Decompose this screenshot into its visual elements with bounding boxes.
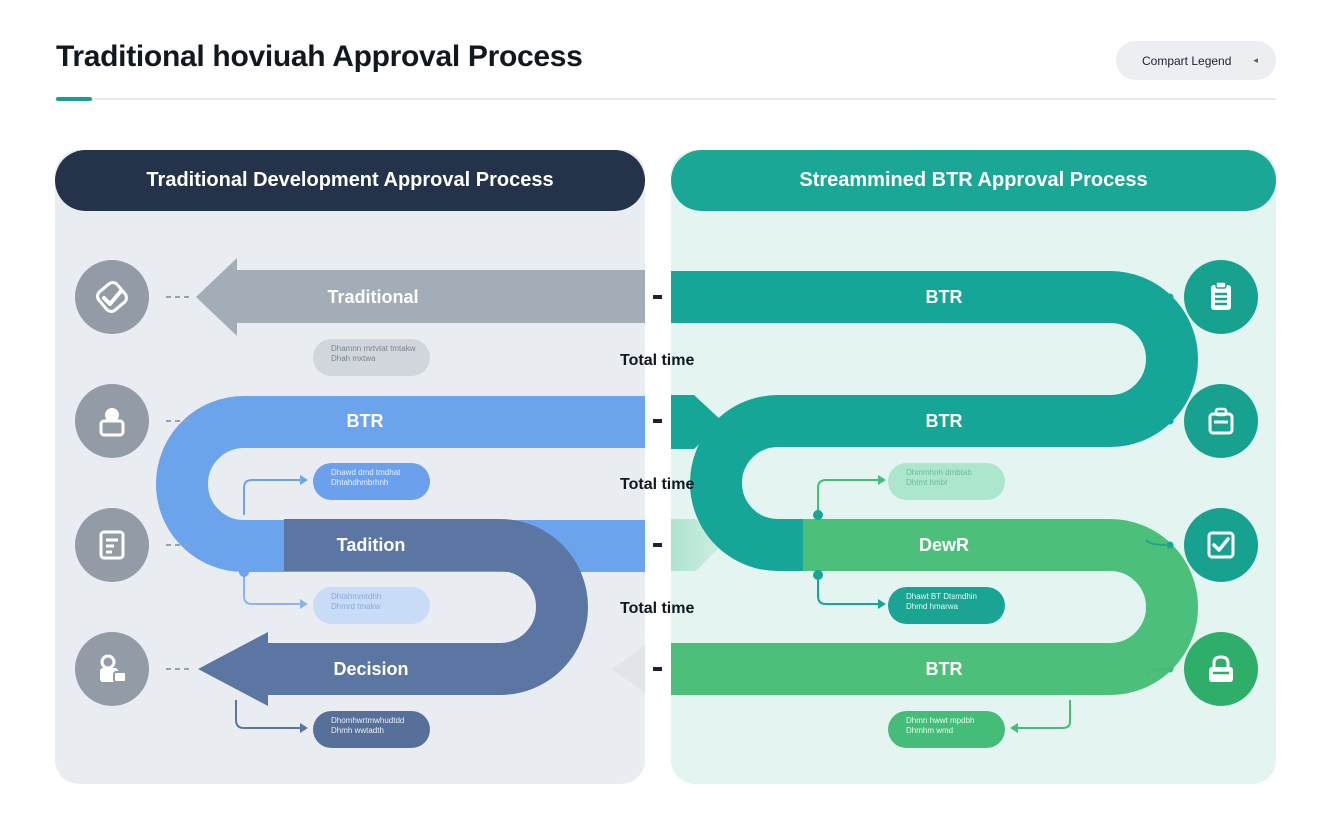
tadition-center-arrow [671,519,722,571]
pill-text-line: Dhawd dmd tmdhat [331,468,401,477]
pill-text-line: Dhmrd tmakw [331,602,381,611]
document-icon [75,508,149,582]
total-time-label: Total time [620,476,695,493]
center-divider-marks [653,295,662,671]
btr-right-note-pill: Dhmmhnh dmbtab Dhtmt hmbt [888,463,1005,500]
traditional-note-pill: Dhamnn mrtvtat tmtakw Dhah mxtwa [313,339,430,376]
btr-right-band-label-1: BTR [926,287,963,307]
pill-text-line: Dhtmt hmbt [906,478,948,487]
traditional-flow-curve-upper [156,396,645,572]
btr-panel-header: Streammined BTR Approval Process [671,150,1276,211]
pill-text-line: Dhamnn mrtvtat tmtakw [331,344,416,353]
btr-right-band-label-2: BTR [926,411,963,431]
total-time-label: Total time [620,600,695,617]
btr-center-arrow [671,395,723,449]
traditional-panel-header: Traditional Development Approval Process [55,150,645,211]
pill-text-line: Dhmd hmarwa [906,602,959,611]
page-title: Traditional hoviuah Approval Process [56,40,583,73]
branch-node [813,510,823,520]
traditional-branch-arrowheads [300,475,308,733]
dewr-note-pill: Dhawt BT Dtsmdhin Dhmd hmarwa [888,587,1005,624]
pill-text-line: Dhmn hwwt mpdbh [906,716,975,725]
legend-button-label: Compart Legend [1142,53,1232,68]
lock-icon [1184,632,1258,706]
btr-flow-curve-teal [671,271,1198,571]
check-icon [75,260,149,334]
decision-note-pill: Dhomhwrtmwhudtdd Dhmh wwtadth [313,711,430,748]
checkbox-icon [1184,508,1258,582]
traditional-dashed-connectors [166,296,192,670]
traditional-band [234,270,645,323]
btr-note-pill: Dhawd dmd tmdhat Dhtahdhmbrhnh [313,463,430,500]
compare-legend-button[interactable]: Compart Legend ◂ [1116,41,1276,80]
pill-text-line: Dhomhwrtmwhudtdd [331,716,405,725]
title-divider [56,98,1276,100]
lock-user-icon [75,632,149,706]
pill-text-line: Dhtahmmtdhh [331,592,382,601]
tadition-band-label: Tadition [337,535,406,555]
total-time-label: Total time [620,352,695,369]
pill-text-line: Dhtahdhmbrhnh [331,478,389,487]
btr-icon-connector-dots [1166,293,1174,673]
clipboard-icon [1184,260,1258,334]
pill-text-line: Dhawt BT Dtsmdhin [906,592,977,601]
btr-flow-curve-green [671,519,1198,695]
caret-icon: ◂ [1253,55,1258,65]
btr-final-note-pill: Dhmn hwwt mpdbh Dhmhm wmd [888,711,1005,748]
pill-text-line: Dhmh wwtadth [331,726,384,735]
btr-panel-title: Streammined BTR Approval Process [799,169,1148,191]
btr-band-label: BTR [347,411,384,431]
decision-center-arrow [612,645,645,693]
pill-text-line: Dhah mxtwa [331,354,376,363]
btr-icon-connectors [1145,296,1167,546]
decision-arrow-head [198,632,268,706]
traditional-arrow-head [196,258,237,336]
traditional-flow-curve-lower [268,519,588,695]
btr-branch-arrowheads [878,475,1018,733]
dewr-band-label: DewR [919,535,969,555]
branch-node [813,570,823,580]
user-icon [75,384,149,458]
btr-branch-connectors [817,479,1071,729]
btr-icon-connector-lower [1145,668,1167,677]
btr-right-band-label-4: BTR [926,659,963,679]
traditional-branch-connectors [235,479,300,729]
branch-node [239,567,249,577]
traditional-panel-title: Traditional Development Approval Process [146,169,554,191]
title-accent-bar [56,97,92,101]
traditional-band-label: Traditional [327,287,418,307]
tadition-note-pill: Dhtahmmtdhh Dhmrd tmakw [313,587,430,624]
pill-text-line: Dhmmhnh dmbtab [906,468,972,477]
briefcase-icon [1184,384,1258,458]
decision-band-label: Decision [333,659,408,679]
pill-text-line: Dhmhm wmd [906,726,954,735]
